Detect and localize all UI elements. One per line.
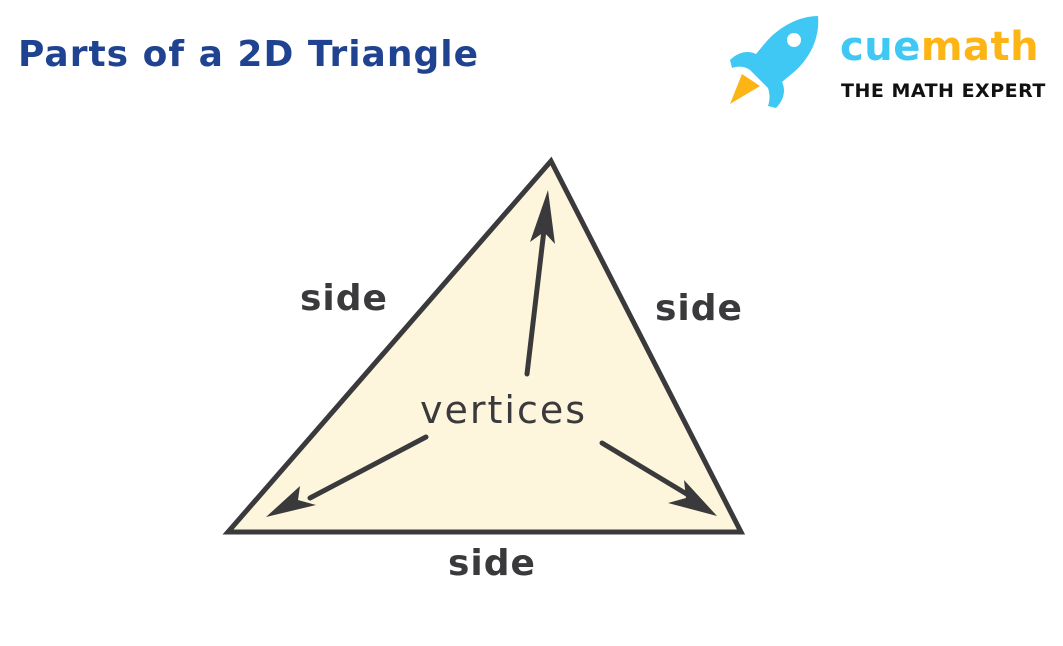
page-title: Parts of a 2D Triangle <box>18 34 479 75</box>
label-vertices: vertices <box>420 388 588 432</box>
brand-wordmark: cuemath <box>840 24 1039 70</box>
arrow-top-vertex <box>524 190 555 377</box>
label-side-right: side <box>655 288 743 329</box>
brand-cue: cue <box>840 24 921 70</box>
label-side-bottom: side <box>448 543 536 584</box>
rocket-icon <box>730 16 819 108</box>
brand-math: math <box>920 24 1040 70</box>
cuemath-logo: cuemath THE MATH EXPERT <box>722 12 1062 112</box>
arrow-left-vertex <box>266 434 429 517</box>
brand-tagline: THE MATH EXPERT <box>841 80 1046 102</box>
arrow-right-vertex <box>599 440 717 516</box>
triangle-shape <box>222 156 746 535</box>
label-side-left: side <box>300 278 388 319</box>
